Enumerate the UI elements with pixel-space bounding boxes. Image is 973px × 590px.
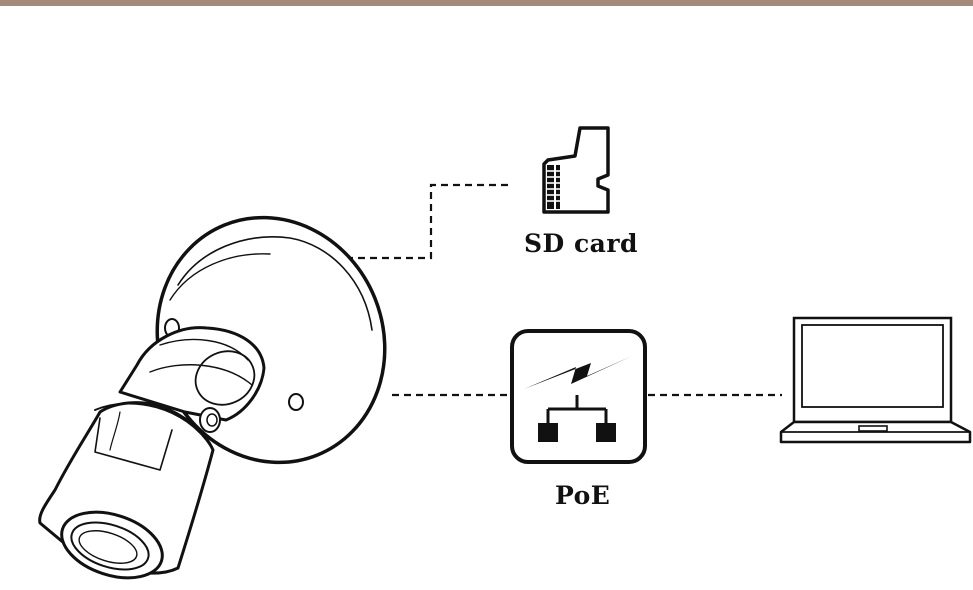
poe-label: PoE	[555, 481, 611, 510]
lightning-bolt-icon	[524, 356, 632, 389]
bullet-camera-icon	[38, 215, 387, 580]
sd-card-connection-line	[346, 183, 510, 260]
connection-lines	[346, 183, 782, 397]
poe-switch-icon	[510, 329, 647, 464]
laptop-icon	[779, 316, 972, 444]
sd-card-label: SD card	[524, 229, 639, 258]
header-accent-bar	[0, 0, 973, 6]
microsd-card-icon	[542, 126, 610, 214]
